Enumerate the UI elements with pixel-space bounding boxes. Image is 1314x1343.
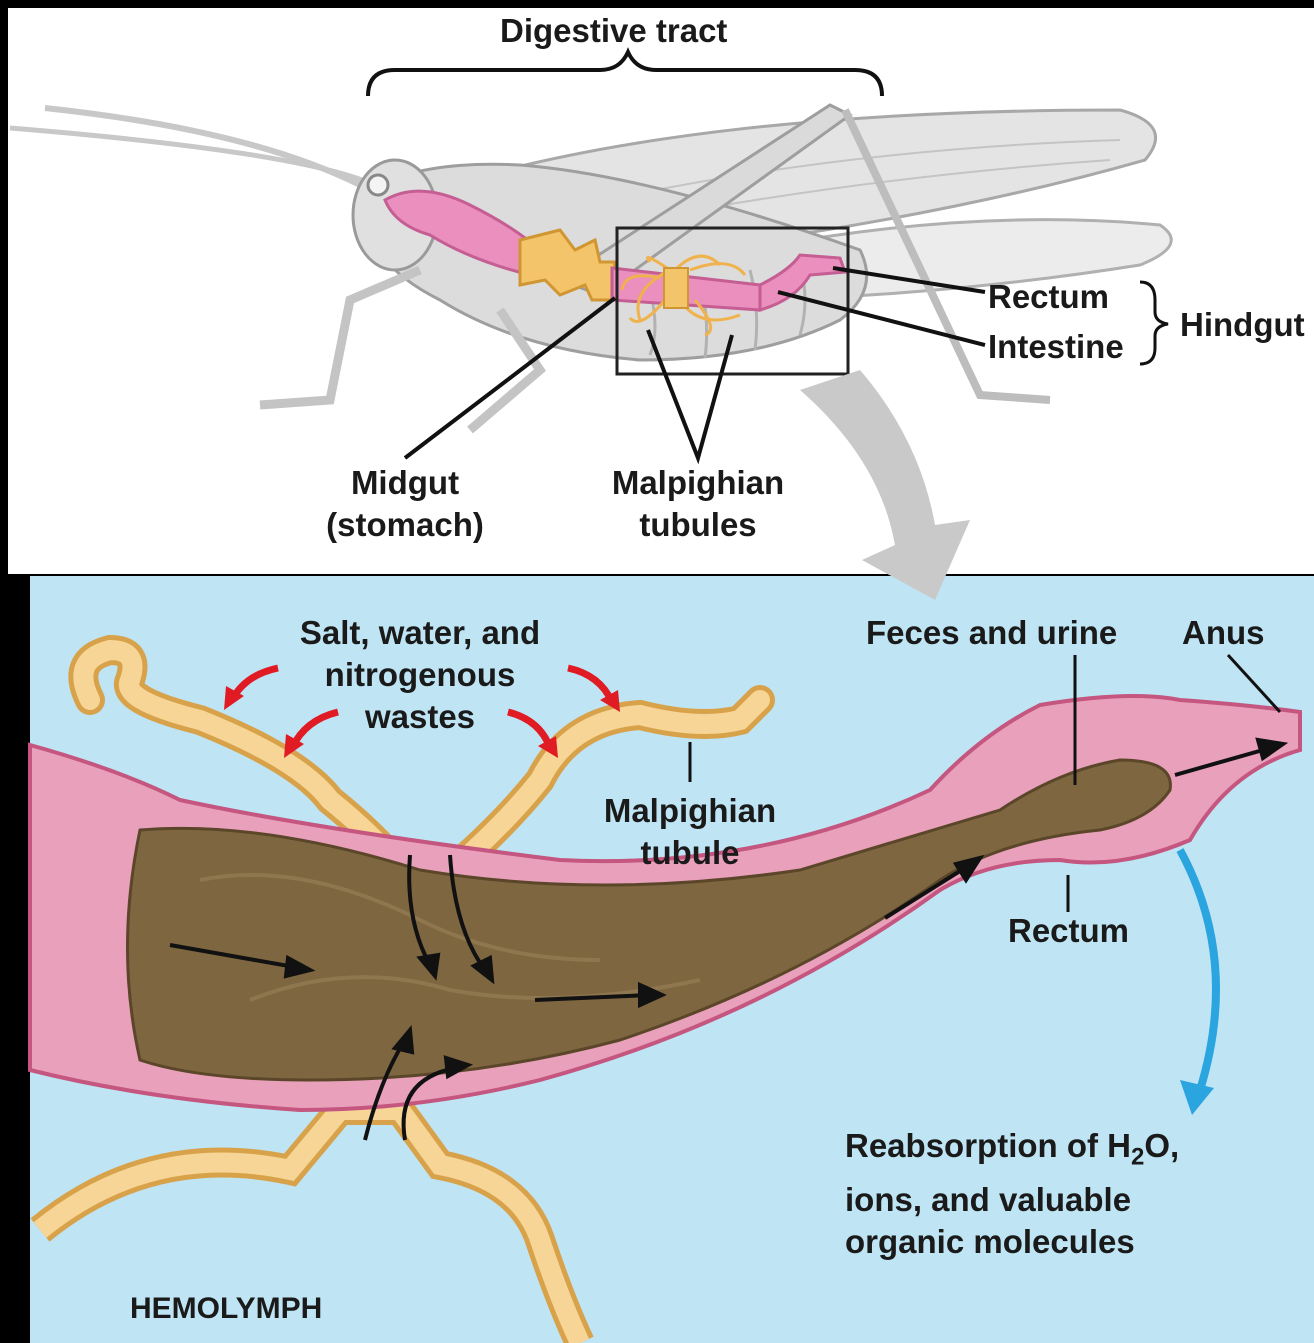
label-rectum-bottom: Rectum	[1008, 910, 1129, 952]
label-secreted-substances: Salt, water, and nitrogenous wastes	[280, 612, 560, 738]
label-tubule-line1: Malpighian	[590, 790, 790, 832]
antenna	[10, 128, 362, 180]
label-malpighian-line1: Malpighian	[598, 462, 798, 504]
reabs-text-pre: Reabsorption of H	[845, 1127, 1131, 1164]
label-hemolymph: HEMOLYMPH	[130, 1288, 322, 1330]
label-reabs-line1: Reabsorption of H2O,	[845, 1125, 1179, 1179]
front-leg	[260, 270, 420, 405]
digestive-tract-bracket	[368, 52, 882, 96]
hindgut-brace	[1140, 282, 1168, 364]
zoom-arrow	[800, 370, 970, 600]
label-salt-line3: wastes	[280, 696, 560, 738]
label-reabsorption: Reabsorption of H2O, ions, and valuable …	[845, 1125, 1179, 1263]
label-anus: Anus	[1182, 612, 1265, 654]
label-midgut-line2: (stomach)	[315, 504, 495, 546]
label-tubule-line2: tubule	[590, 832, 790, 874]
label-intestine: Intestine	[988, 326, 1124, 368]
label-malpighian-tubule: Malpighian tubule	[590, 790, 790, 874]
label-malpighian-line2: tubules	[598, 504, 798, 546]
label-malpighian-tubules: Malpighian tubules	[598, 462, 798, 546]
reabs-text-post: O,	[1144, 1127, 1179, 1164]
reabsorption-arrow	[1180, 850, 1216, 1090]
label-hindgut: Hindgut	[1180, 304, 1305, 346]
label-midgut-line1: Midgut	[315, 462, 495, 504]
label-salt-line1: Salt, water, and	[280, 612, 560, 654]
label-midgut: Midgut (stomach)	[315, 462, 495, 546]
reabs-subscript: 2	[1131, 1144, 1144, 1171]
label-rectum: Rectum	[988, 276, 1109, 318]
diagram-title: Digestive tract	[500, 10, 727, 52]
label-feces-urine: Feces and urine	[866, 612, 1117, 654]
label-salt-line2: nitrogenous	[280, 654, 560, 696]
label-reabs-line3: organic molecules	[845, 1221, 1179, 1263]
label-reabs-line2: ions, and valuable	[845, 1179, 1179, 1221]
eye	[368, 175, 388, 195]
